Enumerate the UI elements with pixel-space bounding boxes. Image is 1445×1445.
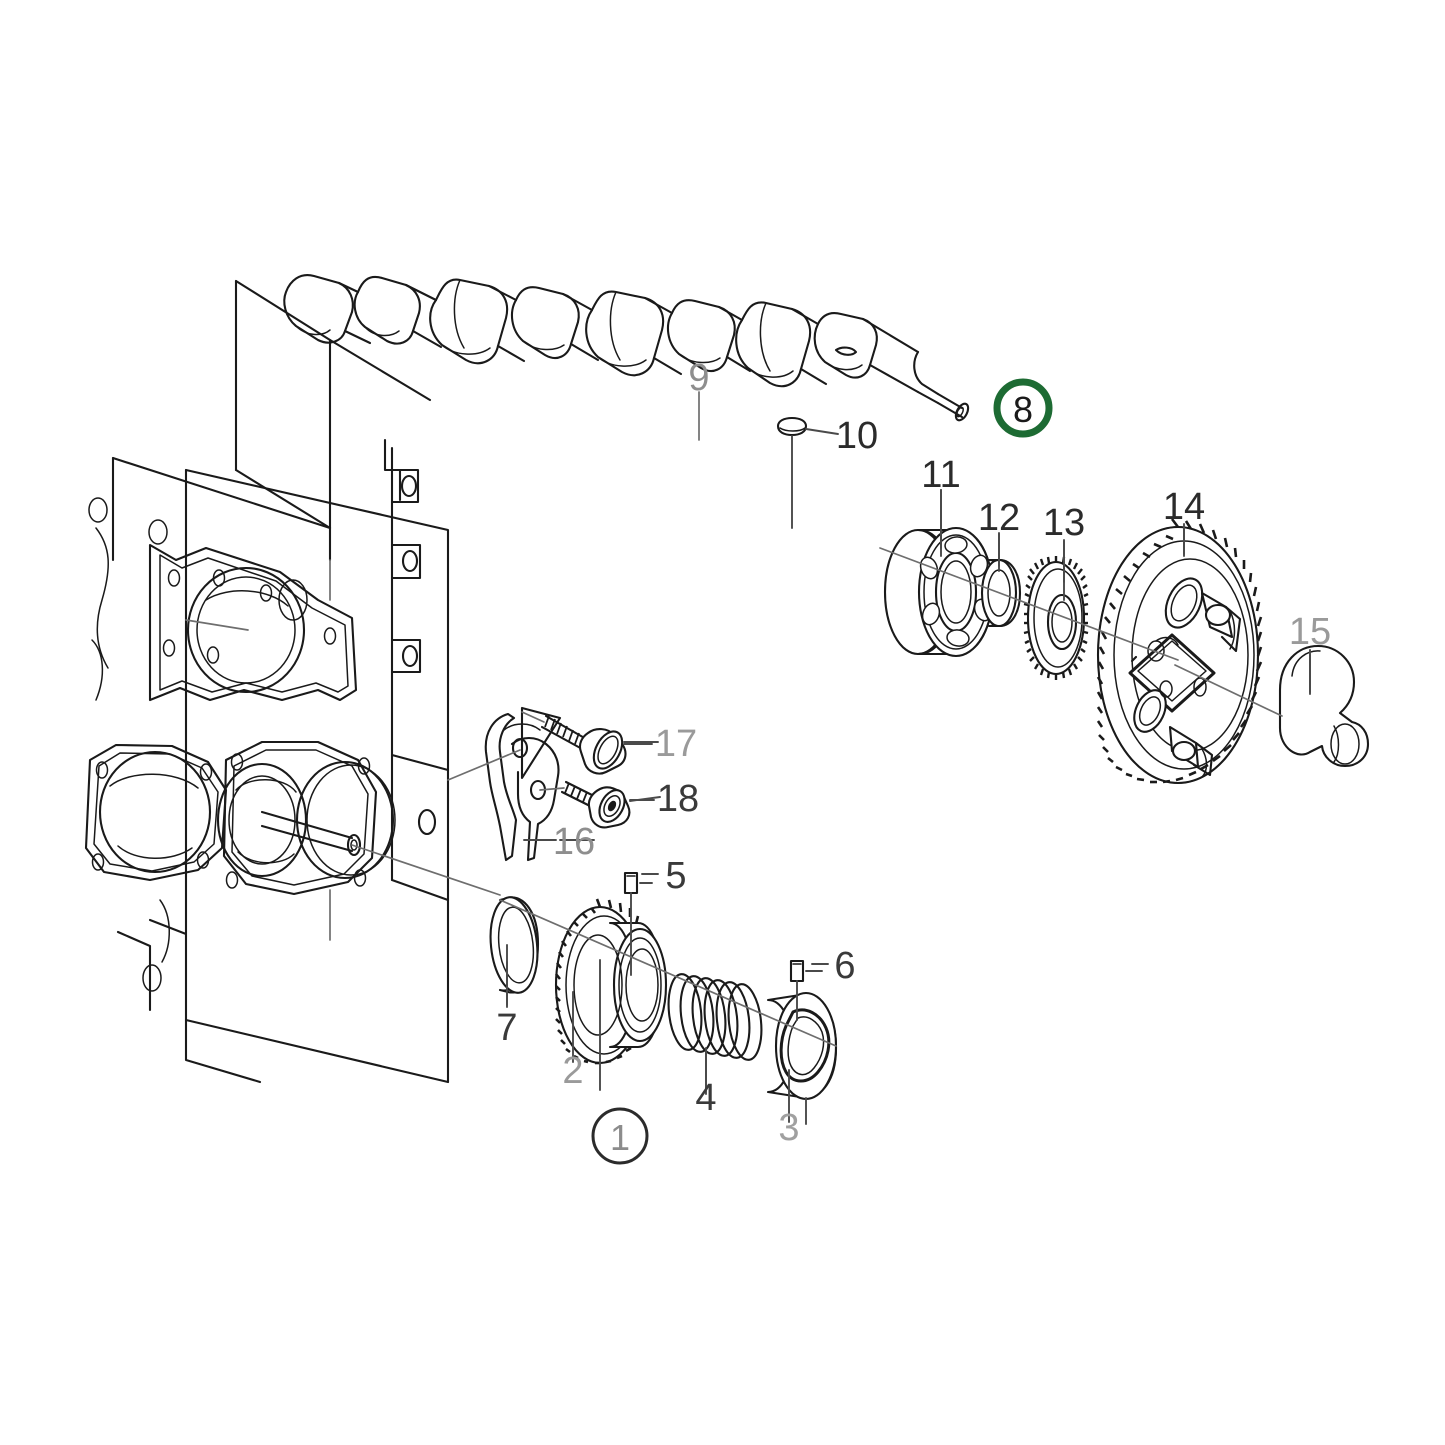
callout-circle-1[interactable]: 1 <box>591 1107 649 1165</box>
callout-label-5: 5 <box>665 855 686 897</box>
callout-label-6: 6 <box>834 945 855 987</box>
ball-bearing <box>883 489 995 658</box>
idler-pinion-gear <box>1023 540 1089 680</box>
shaft-oil-seal-ring <box>489 896 540 1006</box>
assembly-axis-lines <box>499 391 1179 1047</box>
callout-labels: 2 3 4 5 6 7 9 10 11 12 13 14 15 16 17 18 <box>496 357 1331 1149</box>
callout-label-15: 15 <box>1289 611 1331 653</box>
shift-fork-bracket <box>447 706 562 862</box>
injection-pump-drive-gear <box>1096 518 1263 785</box>
callout-label-7: 7 <box>496 1007 517 1049</box>
woodruff-key <box>776 416 808 529</box>
callout-label-16: 16 <box>553 821 595 863</box>
drive-coupling-sleeve <box>766 991 838 1125</box>
socket-head-cap-screw <box>539 780 655 829</box>
callout-label-11: 11 <box>921 454 960 496</box>
camshaft <box>283 274 970 422</box>
thrust-washer <box>980 532 1022 628</box>
callout-label-2: 2 <box>562 1050 583 1092</box>
callout-label-12: 12 <box>978 497 1020 539</box>
hex-head-bolt <box>521 711 653 775</box>
callout-label-13: 13 <box>1043 502 1085 544</box>
callout-circle-8-label: 8 <box>1013 389 1033 430</box>
engine-block-timing-case <box>84 279 501 1084</box>
callout-label-10: 10 <box>836 415 878 457</box>
callout-label-3: 3 <box>778 1107 799 1149</box>
callout-label-14: 14 <box>1163 486 1205 528</box>
callout-label-17: 17 <box>655 723 697 765</box>
compression-spring <box>667 973 763 1095</box>
roll-pin-lower <box>789 959 823 1021</box>
oil-pump-drive-gear <box>554 898 668 1091</box>
roll-pin-upper <box>623 871 653 976</box>
callout-circle-8-highlighted[interactable]: 8 <box>993 378 1053 438</box>
callout-leaders <box>506 428 1311 1123</box>
callout-label-18: 18 <box>657 778 699 820</box>
callout-circle-1-label: 1 <box>610 1117 630 1158</box>
callout-label-9: 9 <box>688 357 709 399</box>
callout-label-4: 4 <box>695 1077 716 1119</box>
